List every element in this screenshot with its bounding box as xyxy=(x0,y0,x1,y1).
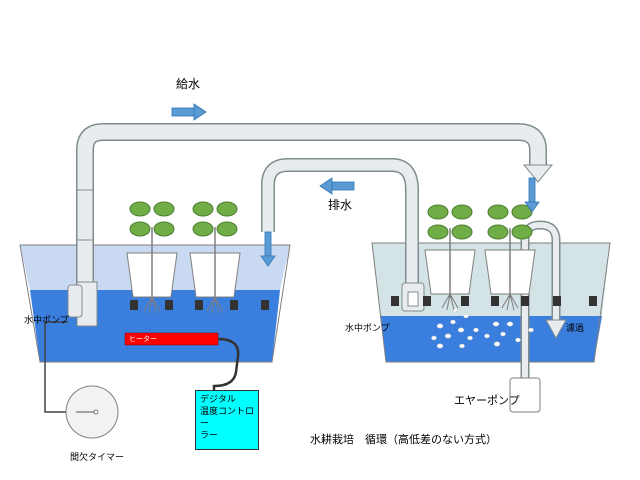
drain-pipe xyxy=(261,158,419,295)
plant xyxy=(484,204,536,311)
supply-label: 給水 xyxy=(176,77,201,91)
timer-cable xyxy=(44,321,68,413)
supply-pipe-lower-segment xyxy=(76,189,94,241)
controller-line: ラー xyxy=(200,431,219,441)
heater-cable xyxy=(212,337,240,392)
flow-arrow-drain xyxy=(319,177,355,195)
digital-temperature-controller: デジタル 温度コントロー ラー xyxy=(195,390,259,450)
filter-label: 濾過 xyxy=(566,324,585,334)
plant xyxy=(126,201,178,314)
supply-pipe-outlet-arrowhead xyxy=(522,164,554,183)
net-pots-right xyxy=(391,296,597,306)
air-pump-label: エヤーポンプ xyxy=(454,394,520,407)
net-pots-left xyxy=(130,300,269,310)
left-tank-outline xyxy=(19,244,291,363)
heater-label: ヒーター xyxy=(129,335,157,343)
right-tank-outline xyxy=(371,242,611,363)
flow-arrow-supply-down xyxy=(524,177,540,213)
right-tank-water xyxy=(380,316,602,362)
supply-pipe xyxy=(76,123,554,285)
controller-line: デジタル xyxy=(200,395,236,405)
controller-line: 温度コントロー xyxy=(200,407,255,429)
flow-arrow-supply xyxy=(171,103,207,121)
plant xyxy=(424,204,476,311)
timer-label: 間欠タイマー xyxy=(70,453,125,463)
timer-pivot xyxy=(93,409,99,415)
filter-arrowhead xyxy=(545,319,567,340)
drain-label: 排水 xyxy=(328,198,353,212)
air-bubbles xyxy=(431,307,534,349)
plant xyxy=(189,201,241,314)
flow-arrow-drain-down xyxy=(260,231,276,267)
right-pump-label: 水中ポンプ xyxy=(345,324,390,334)
left-submersible-pump xyxy=(67,281,98,327)
right-submersible-pump xyxy=(401,282,425,312)
left-pump-label: 水中ポンプ xyxy=(24,316,69,326)
diagram-title: 水耕栽培 循環（高低差のない方式） xyxy=(310,433,497,446)
air-pump-body xyxy=(509,377,541,413)
